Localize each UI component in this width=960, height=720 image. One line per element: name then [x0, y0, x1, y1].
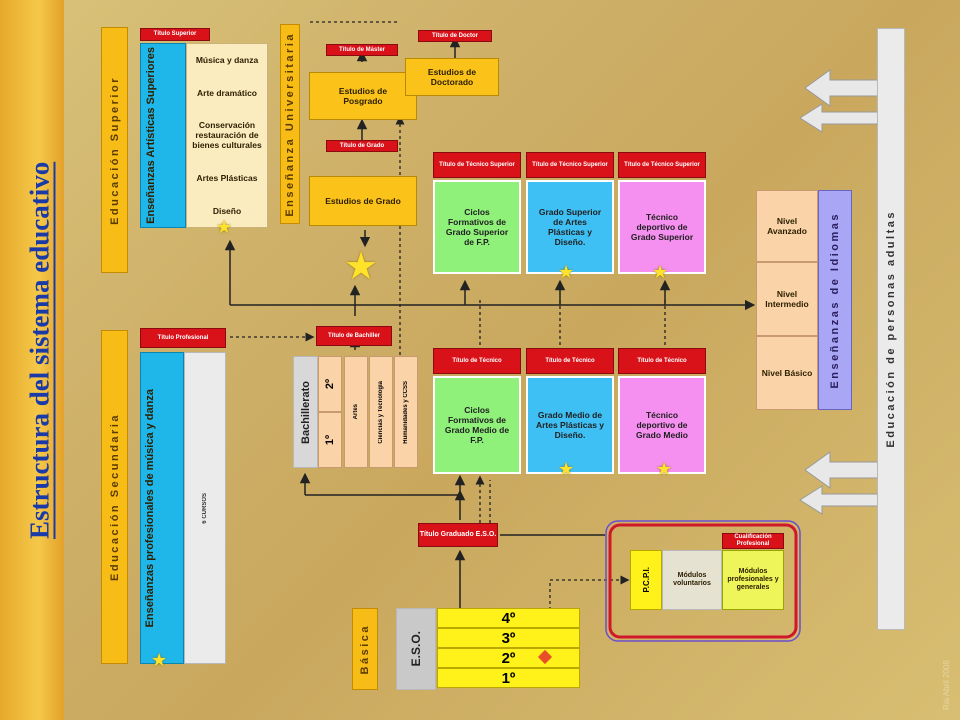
titulo-grado: Título de Grado — [326, 140, 398, 152]
course-label: 3º — [501, 629, 516, 647]
side-label: Enseñanza Universitaria — [284, 31, 296, 217]
titulo-profesional: Título Profesional — [140, 328, 226, 348]
star-icon: ★ — [652, 262, 669, 282]
bachillerato-block: Bachillerato — [293, 356, 318, 468]
ciclos-grado-superior-fp: Ciclos Formativos de Grado Superior de F… — [433, 180, 521, 274]
grado-superior-artes: Grado Superior de Artes Plásticas y Dise… — [526, 180, 614, 274]
titulo-bachiller: Título de Bachiller — [316, 326, 392, 346]
titulo-superior: Título Superior — [140, 28, 210, 41]
course-label: 2º — [324, 378, 336, 390]
side-educacion-superior: Educación Superior — [101, 27, 128, 273]
box-label: Técnico deportivo de Grado Medio — [636, 410, 688, 440]
modulos-profesionales: Módulos profesionales y generales — [722, 550, 784, 610]
nivel-avanzado: Nivel Avanzado — [756, 190, 818, 262]
eso-curso-3: 3º — [437, 628, 580, 648]
eso-curso-4: 4º — [437, 608, 580, 628]
titulo-master: Título de Máster — [326, 44, 398, 56]
star-icon: ★ — [558, 262, 575, 282]
level-label: Nivel Avanzado — [767, 216, 807, 236]
side-universitaria: Enseñanza Universitaria — [280, 24, 300, 224]
titulo-tecnico-superior-fp: Título de Técnico Superior — [433, 152, 521, 178]
bach-curso-2: 2º — [318, 356, 342, 412]
titulo-tecnico-superior-deporte: Título de Técnico Superior — [618, 152, 706, 178]
side-label: Educación de personas adultas — [885, 210, 897, 448]
side-label: Básica — [359, 623, 371, 675]
side-basica: Básica — [352, 608, 378, 690]
eso-curso-1: 1º — [437, 668, 580, 688]
level-label: Nivel Intermedio — [765, 289, 809, 309]
side-adultos: Educación de personas adultas — [877, 28, 905, 630]
star-icon: ★ — [216, 217, 233, 237]
ciclos-grado-medio-fp: Ciclos Formativos de Grado Medio de F.P. — [433, 376, 521, 474]
estudios-posgrado: Estudios de Posgrado — [309, 72, 417, 120]
nivel-intermedio: Nivel Intermedio — [756, 262, 818, 336]
titulo-tecnico-superior-artes: Título de Técnico Superior — [526, 152, 614, 178]
seis-cursos: 6 CURSOS — [184, 352, 226, 664]
cualificacion-profesional: Cualificación Profesional — [722, 533, 784, 549]
course-label: 1º — [324, 434, 336, 446]
tecnico-deportivo-medio: Técnico deportivo de Grado Medio — [618, 376, 706, 474]
titulo-doctor: Título de Doctor — [418, 30, 492, 42]
box-label: Módulos profesionales y generales — [727, 568, 779, 591]
cursos-label: 6 CURSOS — [202, 492, 208, 524]
estudios-grado: Estudios de Grado — [309, 176, 417, 226]
artisticas-list: Música y danza Arte dramático Conservaci… — [186, 43, 268, 228]
box-label: Técnico deportivo de Grado Superior — [630, 212, 694, 242]
side-idiomas: Enseñanzas de Idiomas — [818, 190, 852, 410]
item-musica: Música y danza — [195, 55, 259, 66]
titulo-tecnico-fp: Título de Técnico — [433, 348, 521, 374]
course-label: 1º — [501, 669, 516, 687]
box-label: Módulos voluntarios — [673, 572, 711, 587]
box-label: Estudios de Grado — [325, 196, 401, 206]
star-icon: ★ — [151, 650, 168, 670]
course-label: 2º — [501, 649, 516, 667]
ensenanzas-profesionales-musica-danza: Enseñanzas profesionales de música y dan… — [140, 352, 184, 664]
credit: Rai Abril 2008 — [942, 660, 951, 710]
block-label: Enseñanzas Artísticas Superiores — [145, 47, 157, 224]
level-label: Nivel Básico — [761, 368, 813, 378]
bachillerato-label: Bachillerato — [299, 380, 312, 444]
side-label: Educación Secundaria — [108, 413, 121, 581]
item-artes-plasticas: Artes Plásticas — [196, 173, 258, 184]
star-icon: ★ — [558, 459, 575, 479]
bach-curso-1: 1º — [318, 412, 342, 468]
side-label: Enseñanzas de Idiomas — [829, 211, 841, 389]
pcpi-label: P.C.P.I. — [641, 567, 651, 593]
block-label: Enseñanzas profesionales de música y dan… — [144, 388, 156, 628]
pcpi-block: P.C.P.I. — [630, 550, 662, 610]
box-label: Grado Superior de Artes Plásticas y Dise… — [538, 207, 602, 247]
course-label: 4º — [501, 609, 516, 627]
modalidad-artes: Artes — [344, 356, 368, 468]
titulo-graduado-eso: Título Graduado E.S.O. — [418, 523, 498, 547]
modalidad-label: Ciencias y Tecnología — [378, 380, 384, 444]
star-icon: ★ — [344, 246, 379, 288]
ensenanzas-artisticas-superiores: Enseñanzas Artísticas Superiores — [140, 43, 186, 228]
box-label: Grado Medio de Artes Plásticas y Diseño. — [535, 410, 605, 440]
modalidad-humanidades: Humanidades y CCSS — [394, 356, 418, 468]
box-label: Ciclos Formativos de Grado Medio de F.P. — [444, 405, 510, 445]
side-label: Educación Superior — [108, 75, 121, 225]
titulo-tecnico-deporte: Título de Técnico — [618, 348, 706, 374]
box-label: Estudios de Posgrado — [338, 86, 388, 106]
grado-medio-artes: Grado Medio de Artes Plásticas y Diseño. — [526, 376, 614, 474]
estudios-doctorado: Estudios de Doctorado — [405, 58, 499, 96]
modalidad-label: Humanidades y CCSS — [403, 380, 409, 444]
item-diseno: Diseño — [212, 205, 242, 216]
nivel-basico: Nivel Básico — [756, 336, 818, 410]
modulos-voluntarios: Módulos voluntarios — [662, 550, 722, 610]
item-conservacion: Conservación restauración de bienes cult… — [192, 120, 262, 151]
star-icon: ★ — [656, 459, 673, 479]
box-label: Estudios de Doctorado — [427, 67, 477, 87]
side-educacion-secundaria: Educación Secundaria — [101, 330, 128, 664]
eso-label: E.S.O. — [409, 631, 423, 667]
eso-curso-2: 2º — [437, 648, 580, 668]
title-bar — [0, 0, 64, 720]
modalidad-label: Artes — [353, 404, 359, 420]
titulo-tecnico-artes: Título de Técnico — [526, 348, 614, 374]
box-label: Ciclos Formativos de Grado Superior de F… — [445, 207, 509, 247]
modalidad-ciencias: Ciencias y Tecnología — [369, 356, 393, 468]
tecnico-deportivo-superior: Técnico deportivo de Grado Superior — [618, 180, 706, 274]
eso-block: E.S.O. — [396, 608, 436, 690]
item-arte-dramatico: Arte dramático — [197, 87, 257, 98]
